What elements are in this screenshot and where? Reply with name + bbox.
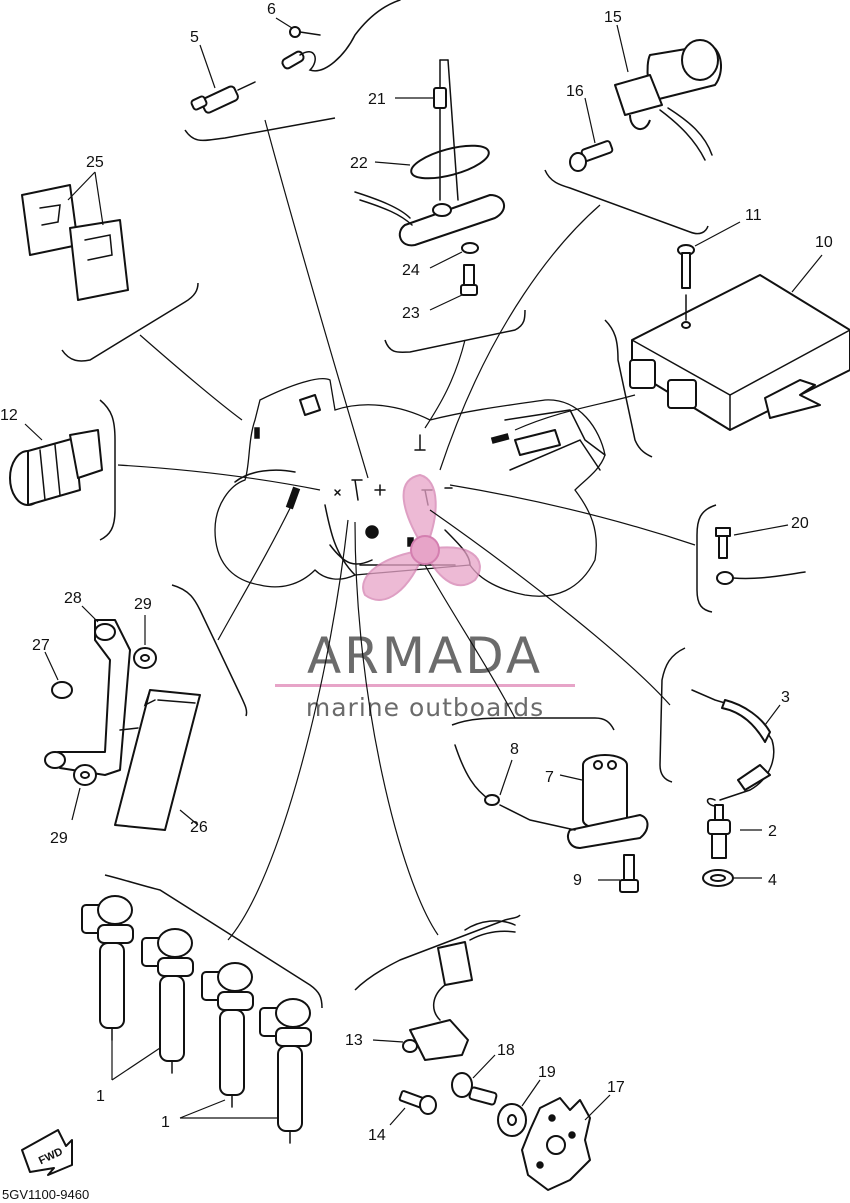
part-1-leader-lines	[111, 1040, 278, 1119]
part-5-sensor	[190, 44, 256, 114]
part-12-thermo-switch	[9, 423, 103, 506]
callout-10: 10	[815, 234, 833, 251]
part-15-speed-sensor	[614, 24, 722, 161]
callout-25: 25	[86, 154, 104, 171]
part-19-washer	[497, 1079, 541, 1137]
callout-15: 15	[604, 9, 622, 26]
callout-17: 17	[607, 1079, 625, 1096]
part-22-o-ring	[374, 144, 490, 180]
part-20-bolt-lead	[715, 524, 806, 585]
part-25-relay-b	[67, 171, 129, 301]
callout-20: 20	[791, 515, 809, 532]
callout-11: 11	[745, 207, 762, 224]
part-7-pickup-coil	[559, 754, 649, 849]
part-13-crank-sensor	[372, 920, 516, 1061]
group-brackets	[61, 117, 717, 1009]
callout-22: 22	[350, 155, 368, 172]
callout-3: 3	[781, 689, 790, 706]
fwd-direction-arrow: FWD	[21, 1129, 73, 1176]
callout-29a: 29	[134, 596, 152, 613]
part-16-bolt	[569, 97, 614, 172]
part-27-nut	[44, 651, 73, 699]
part-11-screw	[677, 221, 741, 329]
sensor-location-dot	[365, 525, 379, 539]
callout-21: 21	[368, 91, 386, 108]
callout-1a: 1	[96, 1088, 105, 1105]
callout-18: 18	[497, 1042, 515, 1059]
part-1-ignition-coil-2	[141, 928, 194, 1074]
callout-19: 19	[538, 1064, 556, 1081]
part-24-washer	[429, 242, 479, 269]
part-23-screw	[429, 264, 478, 311]
part-2-sensor	[707, 804, 762, 859]
part-26-ignitor-module	[114, 689, 201, 831]
part-29-washer-top	[133, 615, 157, 669]
callout-14: 14	[368, 1127, 386, 1144]
part-4-washer	[702, 869, 762, 887]
callout-5: 5	[190, 29, 199, 46]
part-29-washer-bottom	[71, 764, 97, 821]
leader-lines	[117, 119, 696, 941]
callout-labels: 1 1 2 3 4 5 6 7 8 9 10 11 12 13 14 15 16…	[0, 1, 833, 1144]
callout-16: 16	[566, 83, 584, 100]
callout-13: 13	[345, 1032, 363, 1049]
part-1-ignition-coil-1	[81, 895, 134, 1041]
callout-8: 8	[510, 741, 519, 758]
callout-23: 23	[402, 305, 420, 322]
part-8-lead-wire	[454, 744, 576, 831]
callout-2: 2	[768, 823, 777, 840]
callout-28: 28	[64, 590, 82, 607]
diagram-part-code: 5GV1100-9460	[2, 1187, 89, 1202]
part-3-lead-wire	[691, 689, 781, 807]
callout-6: 6	[267, 1, 276, 18]
part-21-gauge-base	[354, 191, 505, 247]
part-6-wire-lead	[275, 0, 401, 72]
callout-4: 4	[768, 872, 777, 889]
part-18-bolt	[451, 1054, 498, 1106]
callout-24: 24	[402, 262, 420, 279]
callout-7: 7	[545, 769, 554, 786]
part-25-relay-a	[21, 184, 79, 256]
callout-1b: 1	[161, 1114, 170, 1131]
part-9-bolt	[598, 854, 639, 893]
armada-propeller-logo	[362, 473, 481, 601]
callout-29b: 29	[50, 830, 68, 847]
part-14-screw	[389, 1090, 437, 1126]
callout-12: 12	[0, 407, 18, 424]
watermark-divider	[275, 684, 575, 687]
part-17-pickup-rotor	[521, 1094, 611, 1191]
callout-9: 9	[573, 872, 582, 889]
part-1-ignition-coil-4	[259, 998, 312, 1144]
part-28-mounting-bracket	[44, 605, 131, 776]
part-10-control-unit	[629, 254, 850, 431]
watermark-brand: ARMADA	[307, 627, 543, 685]
callout-26: 26	[190, 819, 208, 836]
callout-27: 27	[32, 637, 50, 654]
part-1-ignition-coil-3	[201, 962, 254, 1108]
